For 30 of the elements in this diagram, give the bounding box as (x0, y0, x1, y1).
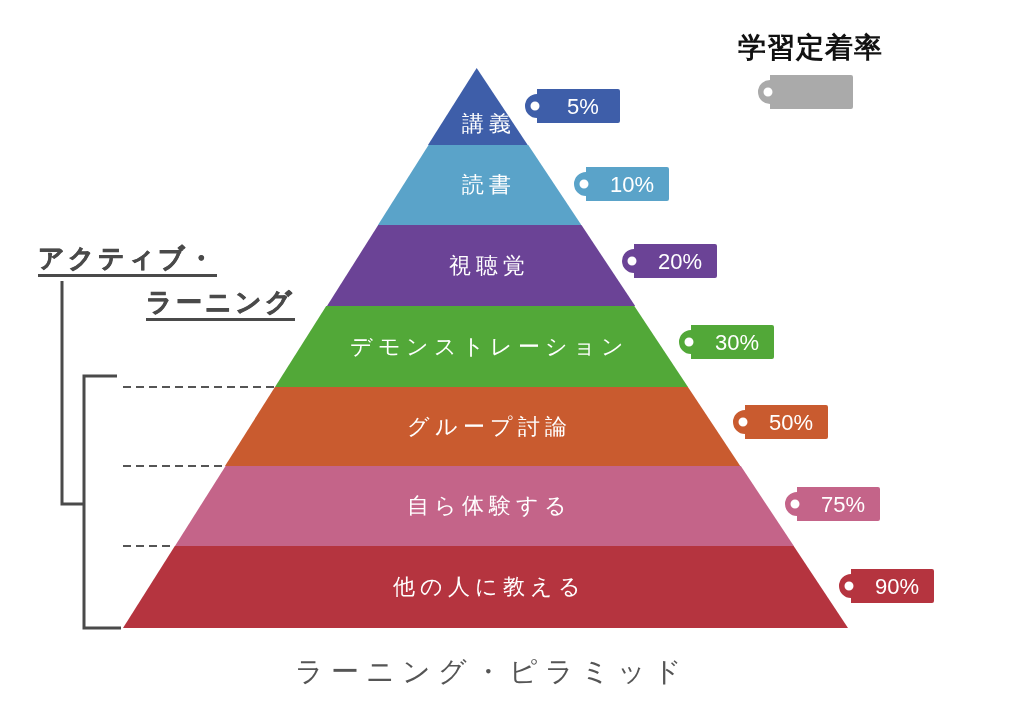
layer-label: 他の人に教える (392, 573, 586, 601)
percent-label: 75% (821, 492, 865, 518)
layer-label: グループ討論 (406, 413, 572, 440)
layer-label: 読書 (461, 171, 517, 199)
tag (574, 167, 669, 201)
percent-label: 30% (715, 330, 759, 356)
percent-label: 10% (610, 172, 654, 198)
caption: ラーニング・ピラミッド (293, 654, 689, 690)
legend-label: 学習定着率 (738, 31, 883, 65)
percent-label: 90% (875, 574, 919, 600)
tag (733, 405, 828, 439)
pyramid-layer (123, 546, 848, 628)
percent-label: 20% (658, 249, 702, 275)
tag (679, 325, 774, 359)
tag (525, 89, 620, 123)
pyramid-layer (377, 145, 581, 225)
heading: アクティブ・ラーニング (38, 243, 295, 317)
pyramid-layer (326, 225, 635, 306)
tag (839, 569, 934, 603)
pyramid-layer (428, 68, 528, 145)
pyramid-layer (225, 387, 741, 466)
tag (785, 487, 880, 521)
layer-label: 視聴覚 (448, 252, 530, 279)
percent-label: 50% (769, 410, 813, 436)
percent-label: 5% (567, 94, 599, 120)
layer-label: 自ら体験する (406, 492, 572, 520)
pyramid-layer (174, 466, 794, 546)
layer-label: デモンストレーション (349, 333, 629, 360)
layer-label: 講義 (461, 110, 517, 137)
tag (622, 244, 717, 278)
